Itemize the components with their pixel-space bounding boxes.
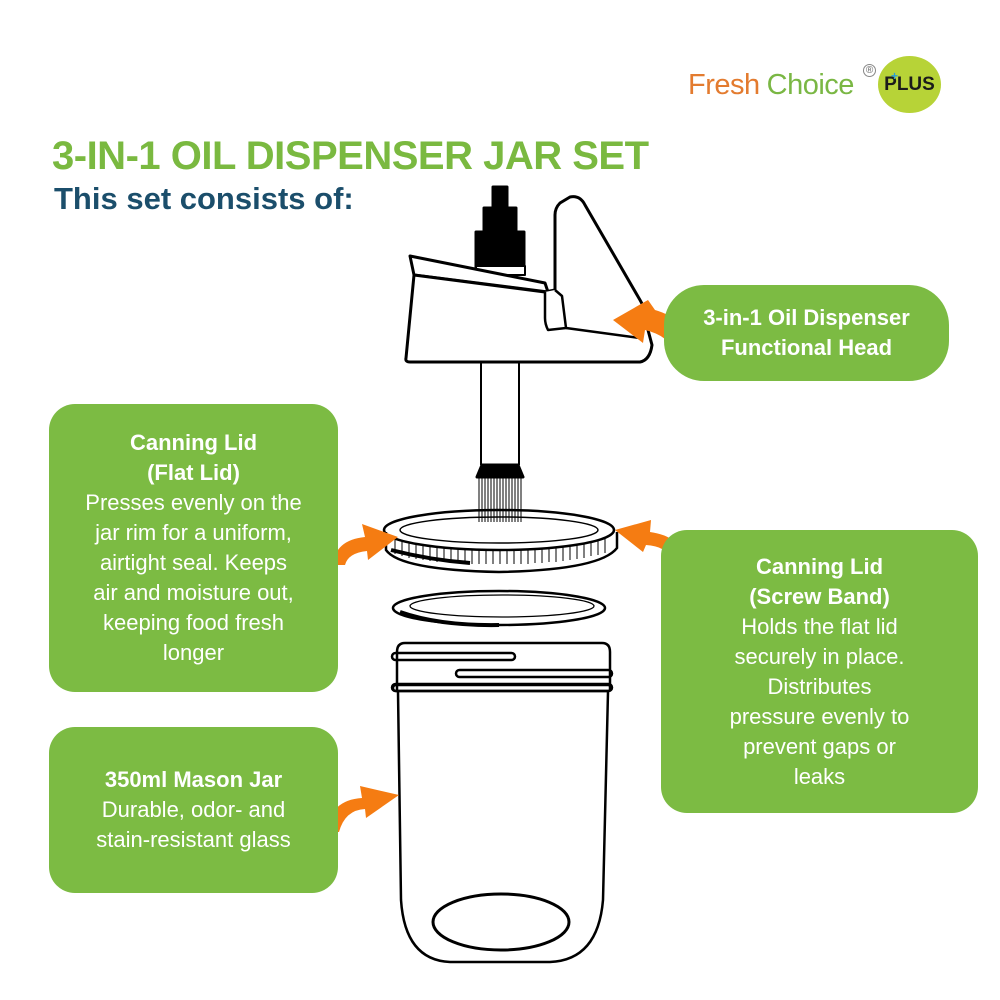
callout-body-line: air and moisture out, <box>93 580 294 605</box>
screw-band-illustration <box>382 508 619 574</box>
callout-body-line: airtight seal. Keeps <box>99 550 288 575</box>
plus-badge-text: PLUS <box>884 73 935 95</box>
callout-title-line1: 350ml Mason Jar <box>104 767 283 792</box>
brand-fresh-text: Fresh <box>688 68 760 101</box>
callout-body-line: leaks <box>793 763 846 789</box>
callout-title-line2: Functional Head <box>720 335 893 360</box>
callout-title-line2: (Screw Band) <box>749 583 890 609</box>
plus-badge: + PLUS <box>878 56 941 113</box>
plus-cross-icon: + <box>891 69 899 83</box>
callout-body-line: Durable, odor- and <box>101 797 286 822</box>
callout-body-line: prevent gaps or <box>743 733 896 759</box>
brush-bristles <box>478 477 522 522</box>
callout-body-line: Distributes <box>767 673 872 699</box>
mason-jar-illustration <box>390 641 614 964</box>
page-title: 3-IN-1 OIL DISPENSER JAR SET <box>52 134 649 178</box>
callout-title-line1: Canning Lid <box>129 430 258 455</box>
flat-lid-illustration <box>391 589 607 628</box>
callout-title-line2: (Flat Lid) <box>147 460 240 485</box>
oil-dispenser-head-illustration <box>404 185 654 522</box>
callout-title-line1: 3-in-1 Oil Dispenser <box>703 305 910 330</box>
callout-body-line: longer <box>162 640 225 665</box>
curved-arrow-icon <box>326 300 686 832</box>
page-subtitle: This set consists of: <box>54 181 354 216</box>
callout-title-line1: Canning Lid <box>755 553 884 579</box>
callout-screw-band: Canning Lid (Screw Band) Holds the flat … <box>661 530 978 813</box>
registered-mark: ® <box>863 64 876 77</box>
brand-choice-text: Choice <box>766 68 855 101</box>
callout-body-line: securely in place. <box>734 643 905 669</box>
screw-band-ridges <box>394 538 606 564</box>
callout-body-line: stain-resistant glass <box>96 827 291 852</box>
callout-body-line: keeping food fresh <box>102 610 285 635</box>
brand-logo: Fresh Choice ® + PLUS <box>688 56 941 113</box>
callout-mason-jar: 350ml Mason Jar Durable, odor- and stain… <box>49 727 338 893</box>
callout-body-line: Holds the flat lid <box>741 613 898 639</box>
callout-body-line: jar rim for a uniform, <box>95 520 292 545</box>
callout-dispenser-head: 3-in-1 Oil Dispenser Functional Head <box>664 285 949 381</box>
callout-flat-lid: Canning Lid (Flat Lid) Presses evenly on… <box>49 404 338 692</box>
callout-body-line: pressure evenly to <box>729 703 910 729</box>
callout-body-line: Presses evenly on the <box>85 490 302 515</box>
